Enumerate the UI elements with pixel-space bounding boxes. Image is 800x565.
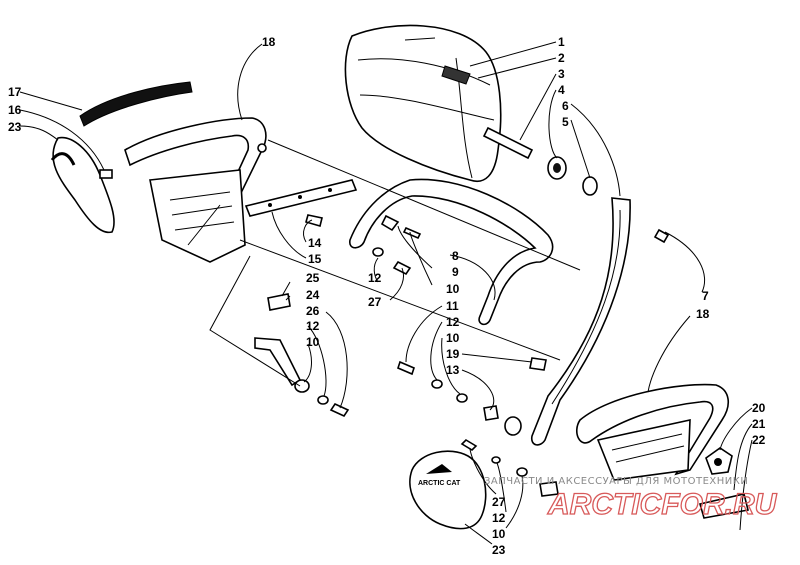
- backrest-pad: [344, 24, 502, 182]
- callout-6: 6: [562, 99, 569, 113]
- clip: [99, 169, 113, 179]
- watermark-caption: ЗАПЧАСТИ И АКСЕССУАРЫ ДЛЯ МОТОТЕХНИКИ: [484, 476, 748, 487]
- callout-23-left: 23: [8, 120, 22, 134]
- callout-7: 7: [702, 289, 709, 303]
- callout-16: 16: [8, 103, 22, 117]
- callout-2: 2: [558, 51, 565, 65]
- callout-13: 13: [446, 363, 460, 377]
- trim-strip: [79, 81, 193, 127]
- flat-bar: [244, 179, 358, 217]
- callout-24: 24: [306, 288, 320, 302]
- callout-10-d: 10: [492, 527, 506, 541]
- callout-12-c: 12: [446, 315, 460, 329]
- callout-10-a: 10: [446, 282, 460, 296]
- callout-15: 15: [308, 252, 322, 266]
- callout-numbers: 1 2 3 4 6 5 18 17 16 23 14 15 8 9 10 12 …: [8, 35, 766, 557]
- callout-9: 9: [452, 265, 459, 279]
- callout-27-b: 27: [492, 495, 506, 509]
- callout-12-a: 12: [368, 271, 382, 285]
- callout-19: 19: [446, 347, 460, 361]
- callout-21: 21: [752, 417, 766, 431]
- backrest-post: [482, 126, 534, 160]
- callout-20: 20: [752, 401, 766, 415]
- callout-8: 8: [452, 249, 459, 263]
- callout-18-top: 18: [262, 35, 276, 49]
- spacer: [582, 176, 598, 196]
- callout-17: 17: [8, 85, 22, 99]
- pad-brand-logo: ARCTIC CAT: [418, 480, 461, 487]
- callout-25: 25: [306, 271, 320, 285]
- backrest-bracket: [349, 178, 554, 326]
- callout-4: 4: [558, 83, 565, 97]
- watermark-logo: ARCTICFOR.RU: [547, 488, 778, 521]
- callout-23-bottom: 23: [492, 543, 506, 557]
- callout-10-b: 10: [306, 335, 320, 349]
- seat-pad: ARCTIC CAT: [409, 450, 487, 530]
- callout-5: 5: [562, 115, 569, 129]
- handle-slot: [441, 65, 471, 85]
- callout-14: 14: [308, 236, 322, 250]
- washer-hole: [553, 163, 561, 173]
- callout-22: 22: [752, 433, 766, 447]
- rear-bracket-frame: [576, 383, 729, 481]
- callout-1: 1: [558, 35, 565, 49]
- hardware: [254, 214, 749, 519]
- callout-12-d: 12: [492, 511, 506, 525]
- callout-10-c: 10: [446, 331, 460, 345]
- watermark: ЗАПЧАСТИ И АКСЕССУАРЫ ДЛЯ МОТОТЕХНИКИ AR…: [484, 476, 778, 522]
- leader-lines: [19, 41, 753, 545]
- callout-3: 3: [558, 67, 565, 81]
- callout-27-a: 27: [368, 295, 382, 309]
- callout-18-bottom: 18: [696, 307, 710, 321]
- left-side-cover: [50, 136, 115, 234]
- callout-26: 26: [306, 304, 320, 318]
- front-bracket-frame: [124, 117, 267, 263]
- support-arm: [530, 197, 631, 446]
- callout-11: 11: [446, 299, 459, 313]
- callout-12-b: 12: [306, 319, 320, 333]
